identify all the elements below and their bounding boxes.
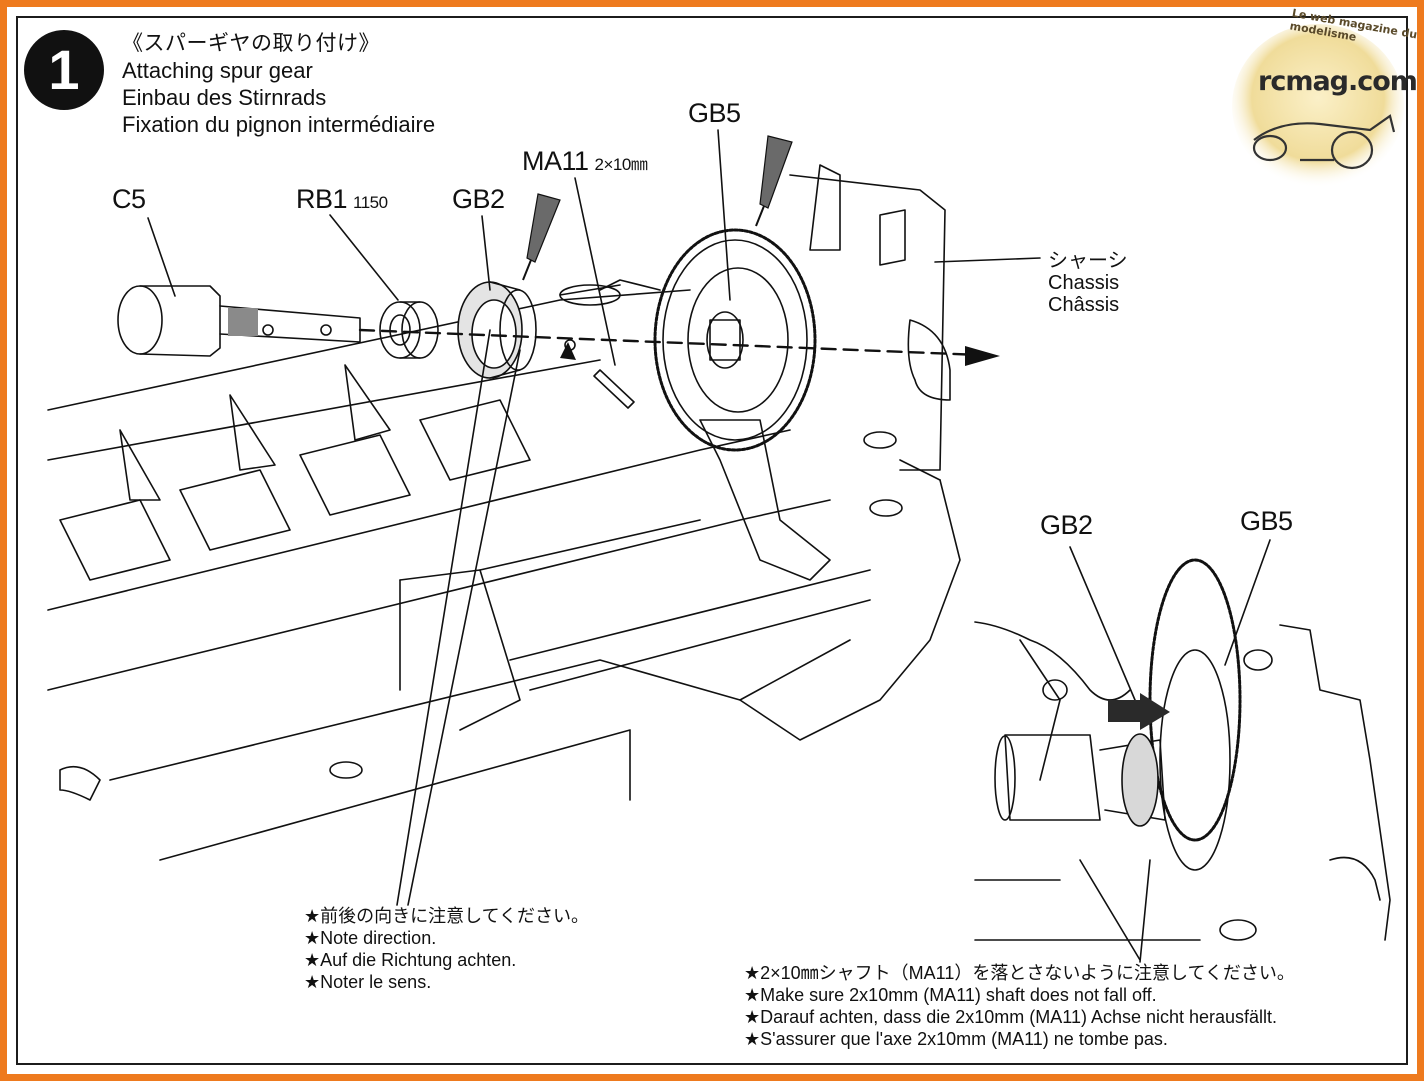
grease-applicators xyxy=(522,135,793,281)
note-shaft-de: Darauf achten, dass die 2x10mm (MA11) Ac… xyxy=(744,1006,1295,1028)
label-rb1-code: 1150 xyxy=(353,193,388,212)
title-german: Einbau des Stirnrads xyxy=(122,85,327,110)
title-french: Fixation du pignon intermédiaire xyxy=(122,112,436,137)
note-direction-de: Auf die Richtung achten. xyxy=(304,949,589,971)
note-direction: 前後の向きに注意してください。 Note direction. Auf die … xyxy=(304,905,589,993)
note-direction-fr: Noter le sens. xyxy=(304,971,589,993)
label-gb5: GB5 xyxy=(688,98,741,128)
step-number-badge: 1 xyxy=(24,30,104,110)
watermark-site: rcmag.com xyxy=(1258,66,1418,97)
note-shaft-en: Make sure 2x10mm (MA11) shaft does not f… xyxy=(744,984,1295,1006)
page-border xyxy=(16,16,1408,1065)
title-english: Attaching spur gear xyxy=(122,58,313,83)
chassis-tub xyxy=(47,289,961,861)
inset-label-gb2: GB2 xyxy=(1040,510,1093,540)
gb5-gear xyxy=(653,228,817,452)
chassis-label: シャーシ Chassis Châssis xyxy=(1048,250,1128,316)
inset-label-gb5: GB5 xyxy=(1240,506,1293,536)
inset-detail xyxy=(974,539,1391,963)
chassis-label-en: Chassis xyxy=(1048,272,1120,294)
direction-arrows xyxy=(560,342,1170,730)
chassis-wall xyxy=(559,164,951,471)
c5-part xyxy=(117,285,361,357)
ma11-part xyxy=(564,339,635,409)
note-shaft-jp: 2×10㎜シャフト（MA11）を落とさないように注意してください。 xyxy=(744,962,1295,984)
chassis-label-jp: シャーシ xyxy=(1048,250,1128,272)
note-shaft: 2×10㎜シャフト（MA11）を落とさないように注意してください。 Make s… xyxy=(744,962,1295,1050)
label-c5: C5 xyxy=(112,184,146,214)
chassis-label-fr: Châssis xyxy=(1048,294,1120,316)
note-direction-jp: 前後の向きに注意してください。 xyxy=(304,905,589,927)
step-title-block: 《スパーギヤの取り付け》 Attaching spur gear Einbau … xyxy=(122,30,435,138)
note-shaft-fr: S'assurer que l'axe 2x10mm (MA11) ne tom… xyxy=(744,1028,1295,1050)
note-direction-en: Note direction. xyxy=(304,927,589,949)
gb2-part xyxy=(457,281,537,379)
assembly-axis xyxy=(358,328,982,357)
label-ma11-size: 2×10㎜ xyxy=(594,155,648,174)
title-japanese: 《スパーギヤの取り付け》 xyxy=(122,31,380,55)
rb1-part xyxy=(379,301,439,359)
rcmag-logo xyxy=(1232,24,1404,188)
label-gb2: GB2 xyxy=(452,184,505,214)
